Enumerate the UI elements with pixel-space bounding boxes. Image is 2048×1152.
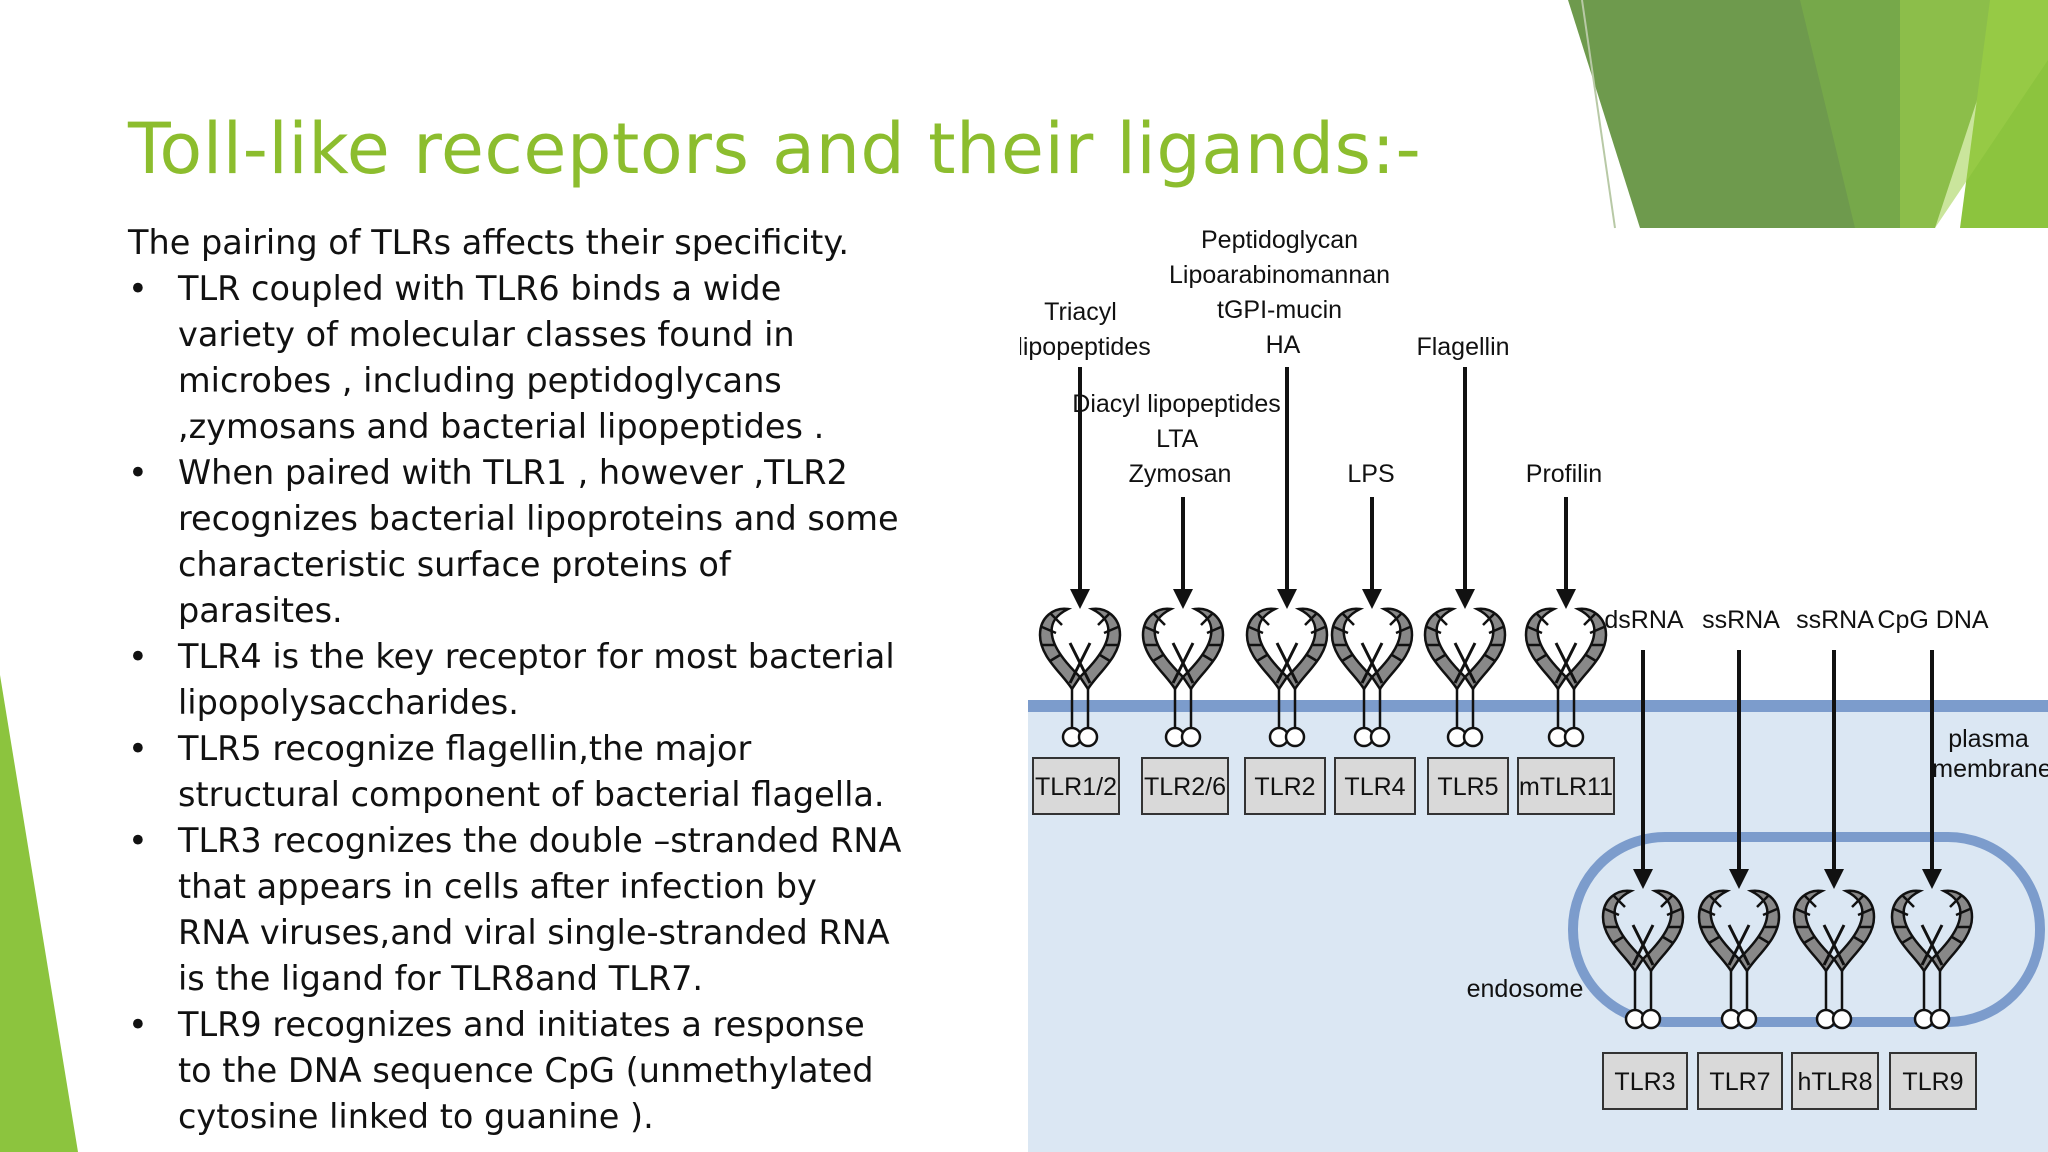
box-htlr8	[1791, 1052, 1879, 1110]
bullet-line: to the DNA sequence CpG (unmethylated	[178, 1051, 874, 1090]
bullet-line: structural component of bacterial flagel…	[178, 775, 885, 814]
label-line: lipopeptides	[1020, 333, 1151, 361]
box-tlr2-6	[1141, 757, 1229, 815]
box-tlr5	[1427, 757, 1509, 815]
label-lps: LPS	[1347, 460, 1394, 488]
bullet-line: RNA viruses,and viral single-stranded RN…	[178, 913, 890, 952]
box-tlr4	[1334, 757, 1416, 815]
bullet-line: microbes , including peptidoglycans	[178, 361, 782, 400]
bullet-item: • TLR coupled with TLR6 binds a wide var…	[128, 266, 938, 450]
bullet-line: TLR5 recognize flagellin,the major	[178, 729, 752, 768]
box-tlr7	[1697, 1052, 1783, 1110]
label-peptidoglycan: Peptidoglycan Lipoarabinomannan tGPI-muc…	[1169, 226, 1397, 359]
label-plasma-membrane: plasma membrane	[1932, 725, 2048, 783]
bullet-item: • TLR5 recognize flagellin,the major str…	[128, 726, 938, 818]
box-label-tlr3: TLR3	[1614, 1068, 1675, 1096]
left-green-stripe	[0, 675, 78, 1152]
box-label-tlr2: TLR2	[1254, 773, 1315, 801]
label-line: Lipoarabinomannan	[1169, 261, 1390, 289]
plasma-membrane	[1028, 700, 2048, 712]
label-endosome: endosome	[1467, 975, 1584, 1003]
box-label-htlr8: hTLR8	[1797, 1068, 1872, 1096]
label-flagellin: Flagellin	[1416, 333, 1509, 361]
box-mtlr11	[1517, 757, 1615, 815]
intro-text: The pairing of TLRs affects their specif…	[128, 223, 850, 262]
label-line: Peptidoglycan	[1201, 226, 1358, 254]
bullet-icon: •	[128, 821, 148, 860]
box-tlr1-2	[1032, 757, 1120, 815]
label-cpg-dna: CpG DNA	[1877, 606, 1988, 634]
bullet-line: When paired with TLR1 , however ,TLR2	[178, 453, 848, 492]
bullet-line: variety of molecular classes found in	[178, 315, 795, 354]
box-tlr3	[1602, 1052, 1688, 1110]
endosomal-receptor-boxes: TLR3 TLR7 hTLR8 TLR9	[1602, 1052, 1977, 1110]
bullet-icon: •	[128, 269, 148, 308]
bullet-list: • TLR coupled with TLR6 binds a wide var…	[128, 266, 938, 1140]
label-ssrna-2: ssRNA	[1796, 606, 1874, 634]
tlr-diagram: Triacyl lipopeptides Peptidoglycan Lipoa…	[1020, 226, 2048, 1152]
bullet-line: TLR coupled with TLR6 binds a wide	[178, 269, 782, 308]
box-label-mtlr11: mTLR11	[1519, 773, 1613, 801]
bullet-line: TLR4 is the key receptor for most bacter…	[178, 637, 895, 676]
bullet-line: is the ligand for TLR8and TLR7.	[178, 959, 704, 998]
bullet-icon: •	[128, 637, 148, 676]
bullet-item: • TLR4 is the key receptor for most bact…	[128, 634, 938, 726]
label-line: Triacyl	[1044, 298, 1117, 326]
slide-body: The pairing of TLRs affects their specif…	[128, 220, 938, 1140]
slide-title: Toll-like receptors and their ligands:-	[128, 108, 1422, 190]
bullet-icon: •	[128, 453, 148, 492]
ligand-arrows	[1070, 367, 1942, 889]
box-label-tlr2-6: TLR2/6	[1144, 773, 1226, 801]
label-line: Zymosan	[1129, 460, 1232, 488]
bullet-line: lipopolysaccharides.	[178, 683, 519, 722]
bullet-line: that appears in cells after infection by	[178, 867, 817, 906]
label-line: Diacyl lipopeptides	[1072, 390, 1280, 418]
bullet-line: TLR9 recognizes and initiates a response	[178, 1005, 865, 1044]
label-line: tGPI-mucin	[1217, 296, 1342, 324]
box-tlr2	[1244, 757, 1326, 815]
box-label-tlr5: TLR5	[1437, 773, 1498, 801]
bullet-line: cytosine linked to guanine ).	[178, 1097, 654, 1136]
box-label-tlr9: TLR9	[1902, 1068, 1963, 1096]
bullet-item: • When paired with TLR1 , however ,TLR2 …	[128, 450, 938, 634]
label-ssrna-1: ssRNA	[1702, 606, 1780, 634]
box-label-tlr4: TLR4	[1344, 773, 1405, 801]
label-dsrna: dsRNA	[1604, 606, 1684, 634]
bullet-item: • TLR3 recognizes the double –stranded R…	[128, 818, 938, 1002]
surface-receptor-boxes: TLR1/2 TLR2/6 TLR2 TLR4 TLR5 mTLR11	[1032, 757, 1615, 815]
label-line: LTA	[1156, 425, 1198, 453]
label-line: membrane	[1932, 755, 2048, 783]
label-diacyl: Diacyl lipopeptides LTA Zymosan	[1072, 390, 1287, 488]
bullet-line: TLR3 recognizes the double –stranded RNA	[178, 821, 902, 860]
bullet-icon: •	[128, 1005, 148, 1044]
box-label-tlr7: TLR7	[1709, 1068, 1770, 1096]
box-tlr9	[1889, 1052, 1977, 1110]
label-triacyl: Triacyl lipopeptides	[1020, 298, 1151, 361]
bullet-line: parasites.	[178, 591, 343, 630]
label-line: plasma	[1948, 725, 2029, 753]
box-label-tlr1-2: TLR1/2	[1035, 773, 1117, 801]
label-profilin: Profilin	[1526, 460, 1602, 488]
label-line: HA	[1266, 331, 1301, 359]
bullet-line: characteristic surface proteins of	[178, 545, 731, 584]
bullet-line: recognizes bacterial lipoproteins and so…	[178, 499, 899, 538]
top-right-accent-facet	[1900, 0, 2048, 228]
top-right-hairline	[1581, 0, 1616, 229]
bullet-icon: •	[128, 729, 148, 768]
bullet-item: • TLR9 recognizes and initiates a respon…	[128, 1002, 938, 1140]
bullet-line: ,zymosans and bacterial lipopeptides .	[178, 407, 825, 446]
